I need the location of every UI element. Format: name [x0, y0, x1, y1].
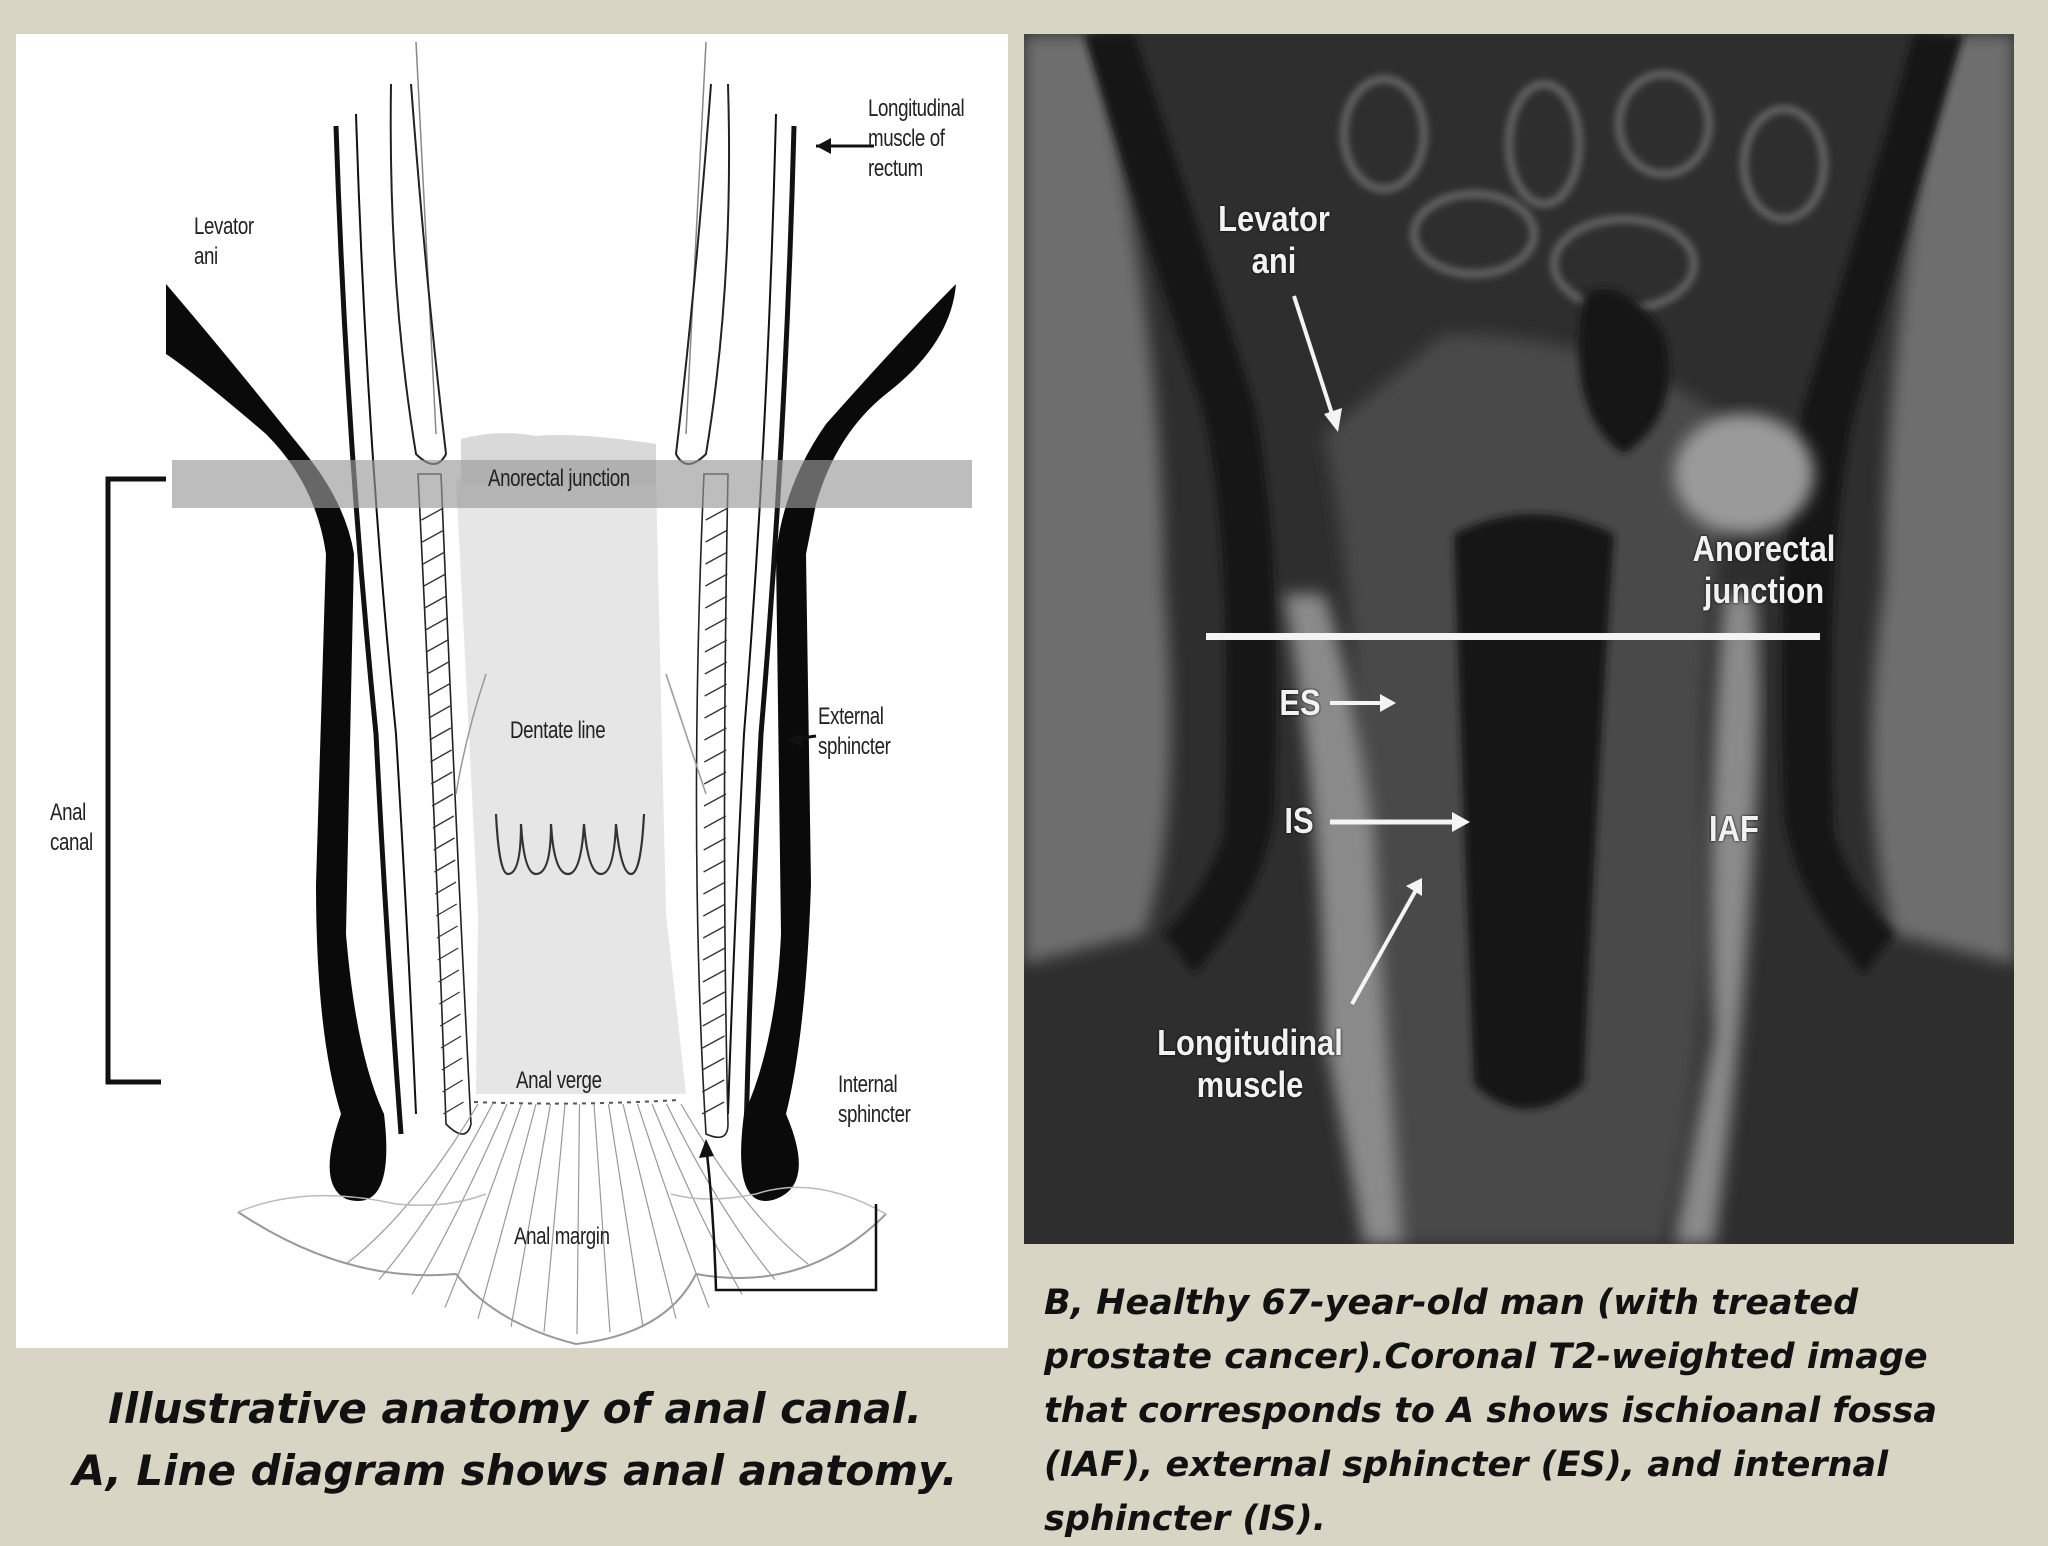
rectum-wall-left [415, 41, 437, 435]
mri-anorectal-line [1206, 633, 1820, 640]
mri-arrow-levator-ani [1292, 295, 1336, 421]
mri-levator-right [1781, 34, 1964, 974]
caption-diagram: Illustrative anatomy of anal canal. A, L… [72, 1384, 958, 1495]
diagram-drawing [105, 41, 972, 1346]
arrowhead-internal [699, 1139, 714, 1158]
inner-wall-right [727, 113, 777, 1115]
caption-mri: B, Healthy 67-year-old man (with treated… [1044, 1283, 1937, 1539]
skin-fold-right [670, 1186, 887, 1215]
arrowhead-external [788, 732, 803, 748]
mri-bowel-loops [1341, 71, 1827, 312]
mri-internal-lumen [1454, 514, 1614, 1109]
mri-drawing [1024, 34, 2014, 1244]
internal-sphincter-left [417, 473, 472, 1135]
mri-arrowhead-longitudinal [1406, 878, 1422, 896]
label-anal-canal: Anal canal [50, 799, 93, 856]
mri-bright-spot [1674, 414, 1814, 534]
mri-external-sphincter-right [1674, 594, 1759, 1244]
label-longitudinal-muscle-rectum: Longitudinal muscle of rectum [868, 95, 965, 182]
levator-ani-left [166, 284, 387, 1201]
anal-margin-lines [345, 1103, 809, 1335]
label-anal-verge: Anal verge [516, 1067, 602, 1094]
levator-ani-right [741, 284, 956, 1201]
anal-lumen [456, 479, 686, 1094]
internal-sphincter-right [695, 473, 729, 1139]
rectum-wall-right [685, 41, 707, 435]
label-dentate-line: Dentate line [510, 717, 606, 744]
mri-right-lateral-tissue [1871, 34, 2014, 964]
mri-arrowhead-es [1380, 694, 1396, 712]
anatomy-line-diagram: Levator ani Longitudinal muscle of rectu… [16, 34, 1008, 1348]
mri-arrowhead-is [1452, 812, 1470, 832]
dentate-cusps [494, 813, 646, 876]
arrow-internal-sphincter [704, 1143, 878, 1292]
coronal-mri-image: Levator ani Anorectal junction ES IS IAF… [1024, 34, 2014, 1244]
arrowhead-longitudinal [816, 138, 831, 154]
dentate-fold-right [665, 673, 707, 795]
perineal-skin [237, 1211, 887, 1346]
mri-levator-left [1084, 34, 1277, 974]
dentate-fold-left [455, 673, 487, 795]
anal-canal-bracket [105, 476, 166, 1085]
label-anal-margin: Anal margin [514, 1223, 610, 1250]
mri-label-anorectal-junction: Anorectal junction [1692, 528, 1836, 611]
skin-fold-left [237, 1193, 487, 1213]
mri-label-longitudinal-muscle: Longitudinal muscle [1157, 1022, 1343, 1105]
anal-verge-line [473, 1099, 679, 1105]
mri-label-is: IS [1284, 800, 1314, 841]
outer-wall-right [743, 125, 797, 1135]
inner-wall-left [355, 113, 417, 1115]
sphincter-hatching [421, 507, 729, 1115]
mri-arrowhead-levator [1324, 408, 1342, 432]
outer-wall-left [333, 125, 404, 1135]
label-external-sphincter: External sphincter [818, 703, 891, 760]
longitudinal-muscle-right [674, 83, 731, 465]
mri-label-iaf: IAF [1709, 808, 1759, 849]
anorectal-junction-band [172, 460, 972, 508]
mri-arrow-longitudinal [1350, 889, 1418, 1005]
mri-label-es: ES [1279, 682, 1321, 723]
label-anorectal-junction: Anorectal junction [488, 465, 630, 492]
longitudinal-muscle-left [389, 83, 448, 465]
mri-dark-mass [1579, 289, 1669, 454]
label-internal-sphincter: Internal sphincter [838, 1071, 911, 1128]
label-levator-ani: Levator ani [194, 213, 254, 270]
mri-external-sphincter-left [1284, 594, 1404, 1244]
mri-left-lateral-tissue [1024, 34, 1171, 964]
mri-label-levator-ani: Levator ani [1218, 198, 1330, 281]
